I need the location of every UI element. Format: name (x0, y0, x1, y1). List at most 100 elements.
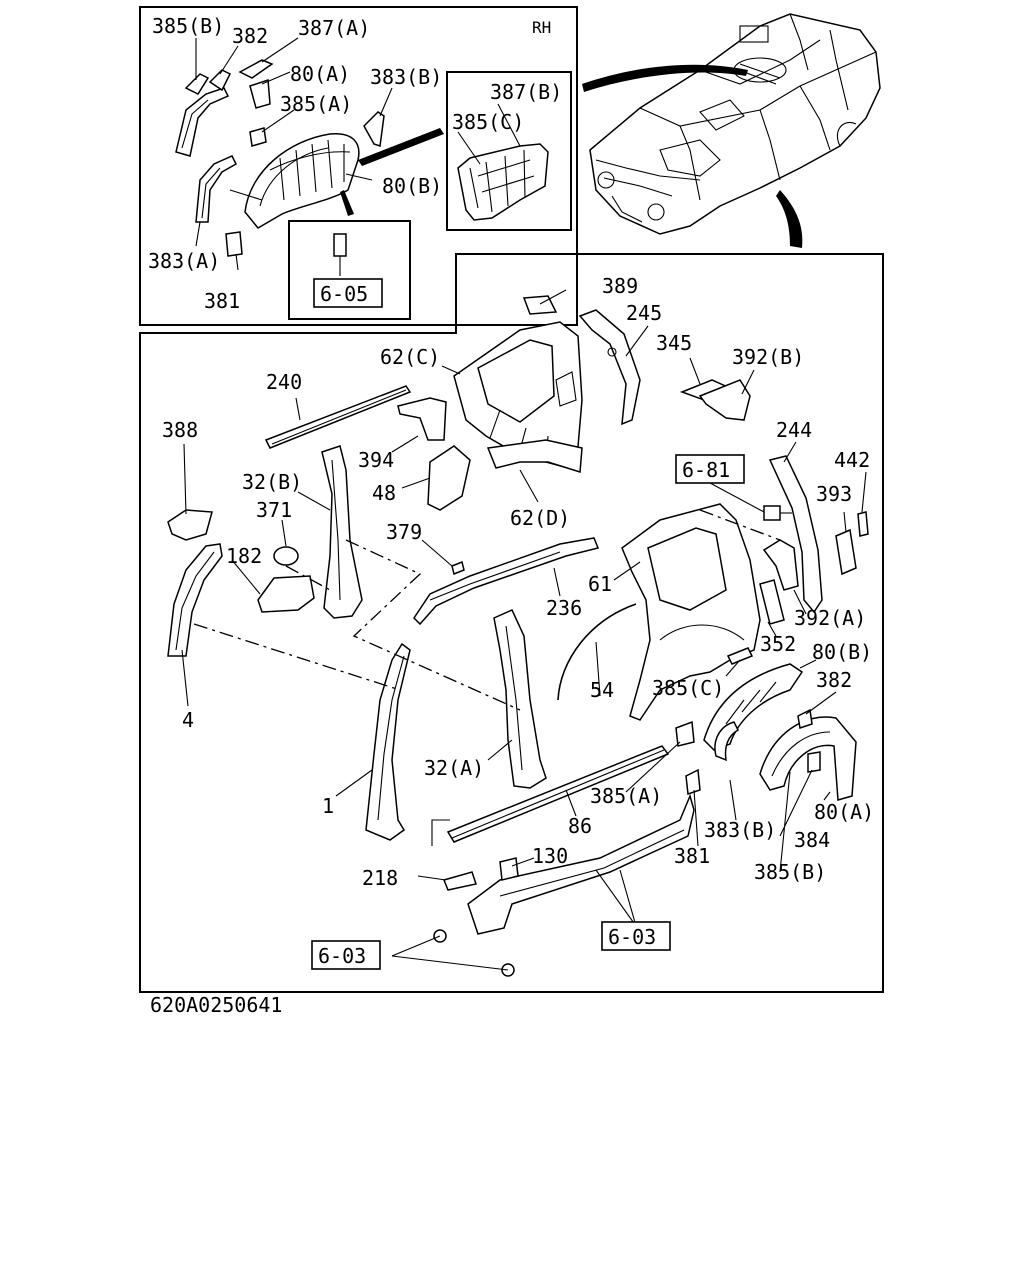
inset-flow-wedge-2 (340, 190, 354, 216)
ref-box-6-81 (675, 454, 745, 484)
callout-236: 236 (546, 596, 582, 620)
part-32a-b-pillar-outer (493, 609, 547, 789)
callout-1: 1 (322, 794, 334, 818)
part-244 (768, 455, 823, 614)
callout-80b: 80(B) (812, 640, 872, 664)
callout-240: 240 (266, 370, 302, 394)
callout-385a: 385(A) (280, 92, 352, 116)
inset-bracket-387a (238, 59, 274, 79)
callout-244: 244 (776, 418, 812, 442)
callout-387a: 387(A) (298, 16, 370, 40)
callout-383b: 383(B) (704, 818, 776, 842)
callout-388: 388 (162, 418, 198, 442)
inset-bracket-382 (208, 69, 232, 92)
part-388 (167, 509, 213, 541)
callout-61: 61 (588, 572, 612, 596)
inset-bracket-383b (363, 111, 385, 147)
part-48 (427, 445, 471, 511)
callout-381: 381 (204, 289, 240, 313)
callout-218: 218 (362, 866, 398, 890)
inset-wheelhouse-part (244, 133, 360, 229)
callout-383a: 383(A) (148, 249, 220, 273)
callout-394: 394 (358, 448, 394, 472)
callout-130: 130 (532, 844, 568, 868)
callout-245: 245 (626, 301, 662, 325)
inset-ref-box (313, 278, 383, 308)
callout-392a: 392(A) (794, 606, 866, 630)
callout-382: 382 (816, 668, 852, 692)
inset-subbox (446, 71, 572, 231)
callout-385c: 385(C) (452, 110, 524, 134)
callout-381: 381 (674, 844, 710, 868)
part-371 (273, 546, 299, 566)
callout-371: 371 (256, 498, 292, 522)
ref-label-6-03-right: 6-03 (608, 925, 656, 949)
part-393 (835, 528, 857, 576)
vehicle-body-illustration (589, 13, 881, 235)
part-218 (442, 871, 477, 891)
callout-393: 393 (816, 482, 852, 506)
callout-442: 442 (834, 448, 870, 472)
callout-345: 345 (656, 331, 692, 355)
callout-80b: 80(B) (382, 174, 442, 198)
part-236-roof-rail (413, 537, 600, 626)
part-lower-sill (467, 793, 695, 935)
part-86-rocker-sill (446, 745, 670, 843)
part-6-81-bolt (763, 505, 792, 521)
callout-387b: 387(B) (490, 80, 562, 104)
callout-383b: 383(B) (370, 65, 442, 89)
inset-flow-wedge-1 (358, 128, 444, 166)
flow-wedge-main (776, 190, 803, 248)
callout-62c: 62(C) (380, 345, 440, 369)
inset-bracket-385b (184, 73, 210, 95)
callout-4: 4 (182, 708, 194, 732)
part-381 (685, 768, 701, 796)
part-61-quarter-outer (621, 503, 761, 721)
callout-352: 352 (760, 632, 796, 656)
figure-code: 620A0250641 (150, 993, 282, 1017)
part-80a-wheelhouse-outer (759, 716, 857, 801)
part-1-a-pillar-inner (365, 642, 411, 841)
callout-379: 379 (386, 520, 422, 544)
ref-box-6-03-left (311, 940, 381, 970)
main-frame (139, 253, 884, 993)
callout-385b: 385(B) (754, 860, 826, 884)
inset-bracket-381 (225, 231, 243, 257)
callout-48: 48 (372, 481, 396, 505)
callout-62d: 62(D) (510, 506, 570, 530)
inset-ref-bracket (333, 233, 347, 257)
callout-54: 54 (590, 678, 614, 702)
callout-86: 86 (568, 814, 592, 838)
inset-side-label: RH (532, 18, 551, 37)
ref-label-6-03-left: 6-03 (318, 944, 366, 968)
inset-ref-frame (288, 220, 411, 320)
inset-wheelhouse-trim-part (457, 143, 549, 221)
part-389 (522, 295, 558, 315)
part-62d-lower-inner (486, 439, 583, 473)
callout-384: 384 (794, 828, 830, 852)
part-379 (451, 560, 465, 576)
part-394 (397, 397, 447, 441)
part-384 (807, 751, 821, 773)
flow-wedge-inset (582, 64, 748, 92)
callout-80a: 80(A) (290, 62, 350, 86)
inset-pillar (175, 87, 230, 157)
part-352 (759, 579, 785, 625)
ref-box-6-03-right (601, 921, 671, 951)
inset-panel: RH (139, 6, 578, 326)
callout-385b: 385(B) (152, 14, 224, 38)
callout-80a: 80(A) (814, 800, 874, 824)
part-54 (557, 603, 637, 701)
part-383b (714, 721, 739, 762)
part-385c (726, 647, 754, 665)
callout-389: 389 (602, 274, 638, 298)
part-392b (698, 379, 751, 421)
callout-32a: 32(A) (424, 756, 484, 780)
alignment-lines (193, 539, 521, 711)
ref-label-6-81: 6-81 (682, 458, 730, 482)
part-4-a-pillar (167, 543, 223, 657)
callout-182: 182 (226, 544, 262, 568)
part-62c-quarter-inner (453, 321, 583, 471)
part-382 (797, 708, 813, 729)
